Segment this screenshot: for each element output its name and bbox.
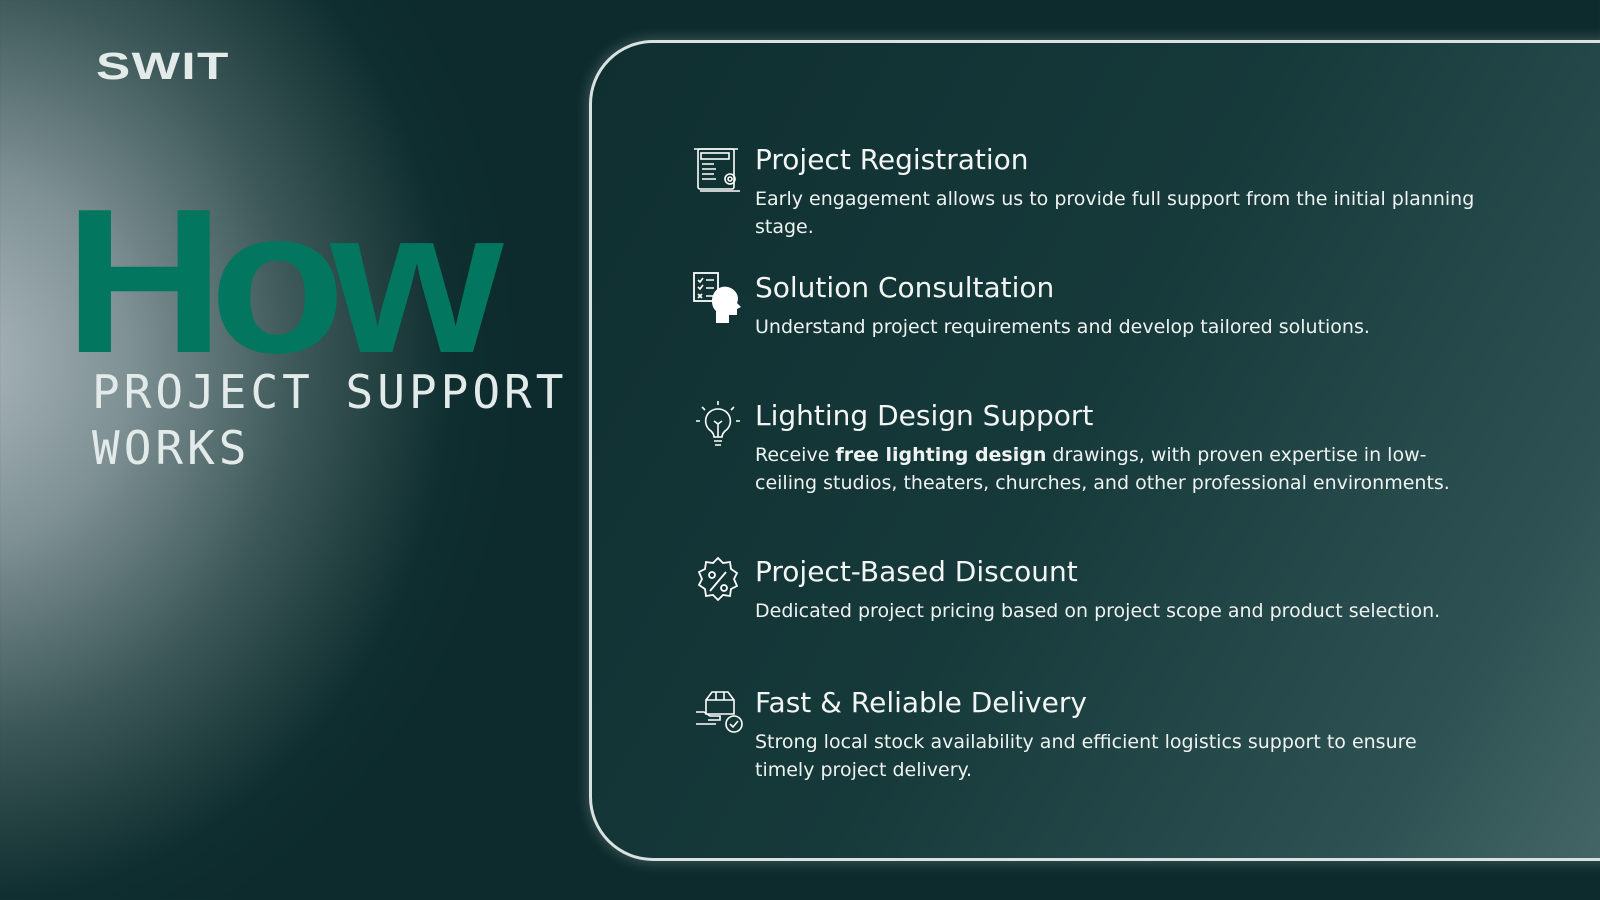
step-description: Dedicated project pricing based on proje… [755,600,1441,622]
step-description: Early engagement allows us to provide fu… [755,188,1475,238]
step-title: Fast & Reliable Delivery [755,686,1087,719]
swit-logo: SWIT [96,46,230,88]
percent-badge-icon [697,556,739,602]
headline-line2: WORKS [92,421,251,475]
desc-bold-text: free lighting design [835,444,1047,466]
step-title: Solution Consultation [755,271,1055,304]
steps-card [589,40,1600,861]
lightbulb-icon [696,401,740,446]
step-description: Strong local stock availability and effi… [755,731,1417,781]
checklist-consultant-icon [693,272,741,323]
desc-text: drawings, with proven expertise in low-c… [755,444,1450,494]
delivery-box-check-icon [696,691,743,733]
step-description: Understand project requirements and deve… [755,316,1370,338]
step-title: Lighting Design Support [755,399,1094,432]
step-description: Receive free lighting design drawings, w… [755,441,1475,497]
step-title: Project-Based Discount [755,555,1078,588]
headline-line1: PROJECT SUPPORT [92,365,568,419]
headline-how: How [64,166,503,396]
project-document-gear-icon [694,148,740,192]
desc-text: Receive [755,444,836,466]
step-title: Project Registration [755,143,1029,176]
